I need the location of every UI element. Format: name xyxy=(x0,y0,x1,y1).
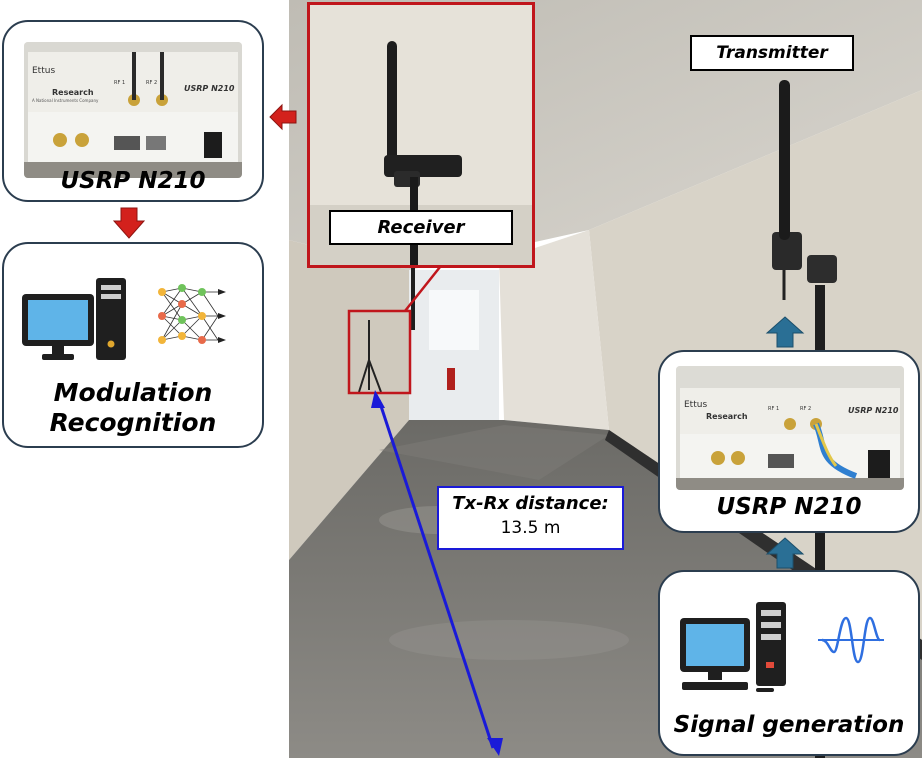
usrp-brand-text: Ettus xyxy=(32,66,56,76)
usrp-model-text: USRP N210 xyxy=(184,84,235,93)
usrp-model-text: USRP N210 xyxy=(848,406,899,415)
blue-arrow-up-icon xyxy=(765,537,805,569)
computer-icon xyxy=(680,602,786,692)
recognition-title-line2: Recognition xyxy=(49,408,217,437)
usrp-brand-text: Ettus xyxy=(684,400,708,410)
signal-generation-panel: Signal generation xyxy=(658,570,920,756)
usrp-device-image: Ettus Research RF 1 RF 2 USRP N210 xyxy=(676,366,904,490)
recognition-title-line1: Modulation xyxy=(53,378,213,407)
usrp-port-rf1: RF 1 xyxy=(114,80,126,86)
computer-icon xyxy=(22,278,126,360)
usrp-brand-sub-text: Research xyxy=(706,412,748,421)
receiver-label: Receiver xyxy=(329,210,513,245)
distance-arrow xyxy=(371,390,503,756)
receiver-usrp-panel: Ettus Research A National Instruments Co… xyxy=(2,20,264,202)
usrp-port-rf2: RF 2 xyxy=(146,80,158,86)
zoom-indicator xyxy=(347,266,441,395)
neural-network-icon xyxy=(158,284,226,344)
transmitter-usrp-panel: Ettus Research RF 1 RF 2 USRP N210 USRP … xyxy=(658,350,920,533)
usrp-device-image: Ettus Research A National Instruments Co… xyxy=(24,42,242,178)
distance-label: Tx-Rx distance: 13.5 m xyxy=(437,486,624,550)
usrp-port-rf1: RF 1 xyxy=(768,406,780,412)
usrp-port-rf2: RF 2 xyxy=(800,406,812,412)
receiver-usrp-title: USRP N210 xyxy=(60,168,206,194)
signal-generation-title: Signal generation xyxy=(673,712,905,738)
red-arrow-left-icon xyxy=(269,103,297,131)
waveform-icon xyxy=(818,616,884,664)
transmitter-usrp-title: USRP N210 xyxy=(716,494,862,520)
modulation-recognition-panel: Modulation Recognition xyxy=(2,242,264,448)
blue-arrow-up-icon xyxy=(765,316,805,348)
distance-label-title: Tx-Rx distance: xyxy=(452,493,609,514)
usrp-tag-text: A National Instruments Company xyxy=(32,98,99,103)
distance-value: 13.5 m xyxy=(500,518,561,538)
transmitter-label: Transmitter xyxy=(690,35,854,71)
red-arrow-down-icon xyxy=(112,207,146,239)
usrp-brand-sub-text: Research xyxy=(52,88,94,97)
